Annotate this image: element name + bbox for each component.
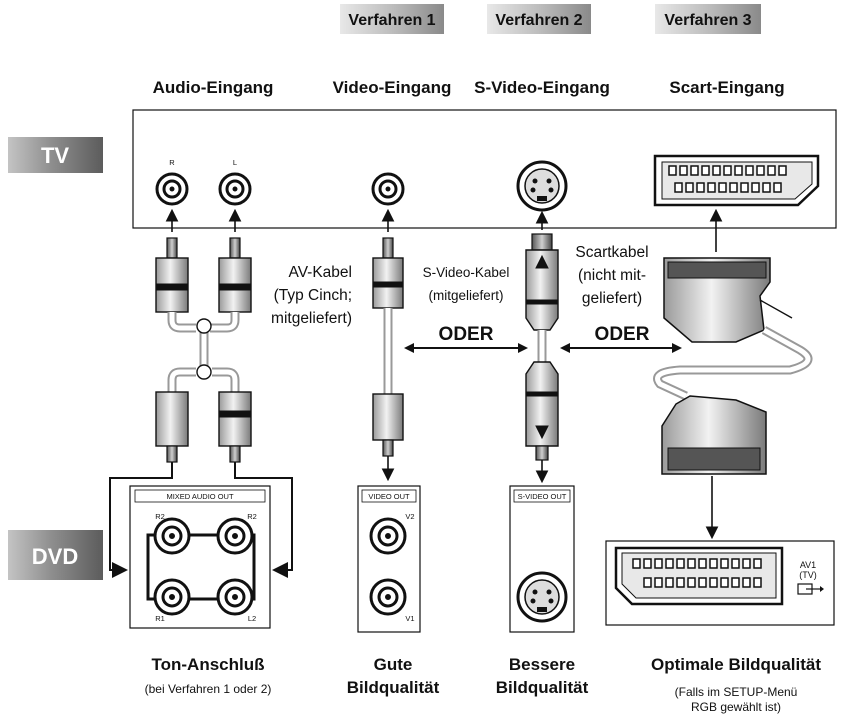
caption-optimal-note-2: RGB gewählt ist) (691, 700, 781, 714)
oder-left-text: ODER (439, 324, 494, 345)
caption-better-1: Bessere (509, 655, 575, 674)
tv-jack-r-label: R (169, 158, 175, 167)
scart-input-heading: Scart-Eingang (669, 78, 784, 97)
scart-cable (653, 208, 813, 540)
output-arrow-icon (797, 583, 824, 595)
dvd-audio-jack-3 (153, 578, 191, 616)
svideo-cable (525, 210, 559, 484)
av1-label: AV1 (800, 560, 816, 570)
tv-audio-r-jack (155, 172, 189, 206)
tv-jack-l-label: L (233, 158, 237, 167)
method-1-button: Verfahren 1 (340, 4, 444, 34)
dvd-audio-jack-1 (153, 517, 191, 555)
video-input-heading: Video-Eingang (333, 78, 452, 97)
av-cable-label-2: (Typ Cinch; (274, 287, 352, 304)
av-cable (155, 208, 252, 463)
tv-scart-socket (653, 154, 820, 207)
dvd-label: DVD (8, 530, 103, 580)
dvd-audio-jack-2 (216, 517, 254, 555)
caption-optimal-note-1: (Falls im SETUP-Menü (675, 685, 798, 699)
audio-output-lines (109, 462, 293, 578)
svideo-cable-label-2: (mitgeliefert) (428, 288, 503, 303)
av-cable-label-3: mitgeliefert) (271, 310, 352, 327)
jack-v1-label: V1 (405, 614, 414, 623)
tv-video-jack (371, 172, 405, 206)
dvd-scart-panel: AV1 (TV) (605, 540, 835, 626)
tv-label: TV (8, 137, 103, 173)
caption-optimal: Optimale Bildqualität (651, 655, 821, 674)
method-2-button: Verfahren 2 (487, 4, 591, 34)
video-out-label: VIDEO OUT (368, 492, 410, 501)
scart-cable-label-3: geliefert) (582, 290, 642, 307)
tv-audio-l-jack (218, 172, 252, 206)
jack-v2-label: V2 (405, 512, 414, 521)
oder-right-text: ODER (595, 324, 650, 345)
svideo-input-heading: S-Video-Eingang (474, 78, 610, 97)
dvd-video-jack-v1 (369, 578, 407, 616)
tv-svideo-jack (516, 160, 568, 212)
svideo-out-label: S-VIDEO OUT (518, 492, 567, 501)
caption-better-2: Bildqualität (496, 678, 589, 697)
audio-input-heading: Audio-Eingang (153, 78, 274, 97)
method-3-label: Verfahren 3 (664, 12, 751, 29)
dvd-video-jack-v2 (369, 517, 407, 555)
dvd-label-text: DVD (32, 544, 78, 569)
method-1-label: Verfahren 1 (348, 12, 435, 29)
caption-good-2: Bildqualität (347, 678, 440, 697)
dvd-svideo-jack (516, 571, 568, 623)
caption-good-1: Gute (374, 655, 413, 674)
mixed-audio-out-panel: MIXED AUDIO OUT R2 R2 R1 L2 (129, 485, 271, 629)
av1-tv-label: (TV) (799, 570, 817, 580)
tv-label-text: TV (41, 143, 69, 168)
jack-r2-right-label: R2 (247, 512, 257, 521)
av-cable-label-1: AV-Kabel (289, 264, 352, 281)
caption-sound: Ton-Anschluß (152, 655, 265, 674)
caption-sound-note: (bei Verfahren 1 oder 2) (145, 682, 272, 696)
mixed-audio-out-label: MIXED AUDIO OUT (166, 492, 234, 501)
jack-r2-left-label: R2 (155, 512, 165, 521)
svideo-out-panel: S-VIDEO OUT (509, 485, 575, 633)
jack-l2-label: L2 (248, 614, 256, 623)
method-2-label: Verfahren 2 (495, 12, 582, 29)
video-cable (372, 208, 404, 482)
oder-left: ODER (404, 324, 528, 353)
method-3-button: Verfahren 3 (655, 4, 761, 34)
video-out-panel: VIDEO OUT V2 V1 (357, 485, 421, 633)
svideo-cable-label-1: S-Video-Kabel (423, 265, 510, 280)
oder-right: ODER (560, 324, 682, 353)
scart-cable-label-1: Scartkabel (575, 244, 648, 261)
scart-cable-label-2: (nicht mit- (578, 267, 646, 284)
jack-r1-label: R1 (155, 614, 165, 623)
dvd-audio-jack-4 (216, 578, 254, 616)
